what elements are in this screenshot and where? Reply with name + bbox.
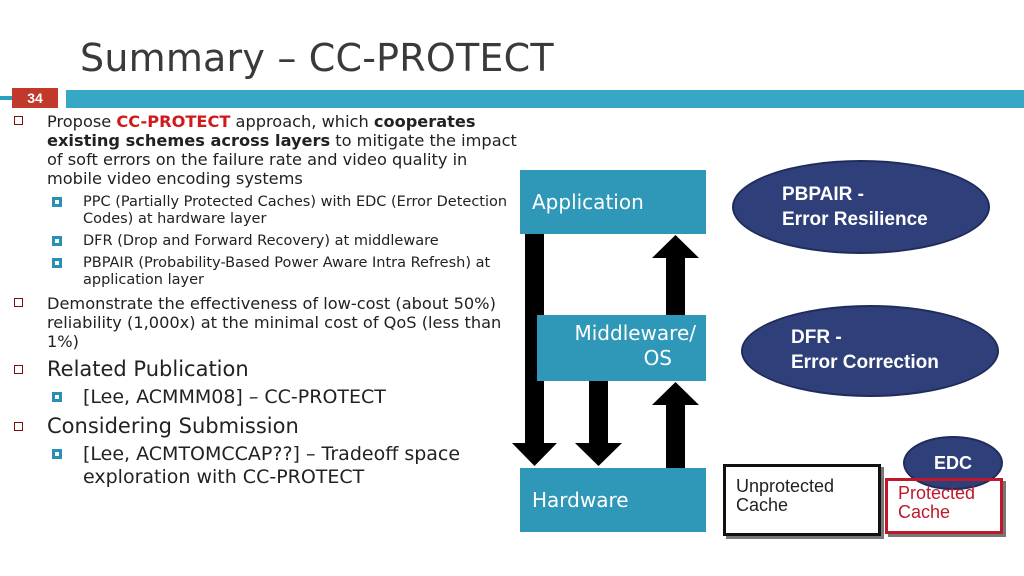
pbpair-oval-line2: Error Resilience (782, 209, 928, 230)
protected-cache-line1: Protected (898, 483, 976, 503)
sub-bullet-pbpair: PBPAIR (Probability-Based Power Aware In… (12, 255, 517, 289)
propose-bold: cooperates existing schemes across layer… (47, 112, 476, 150)
hollow-square-bullet-icon (14, 298, 23, 307)
edc-oval-label: EDC (933, 453, 972, 473)
up-arrow-hw-to-mw-icon (652, 382, 699, 468)
sub-bullet-related-item-text: [Lee, ACMMM08] – CC-PROTECT (83, 386, 386, 408)
middleware-layer-box: Middleware/ OS (537, 315, 706, 381)
hardware-layer-box: Hardware (520, 468, 706, 532)
dfr-oval: DFR - Error Correction (741, 305, 999, 397)
protected-cache: Protected Cache (885, 478, 1003, 534)
slide-title: Summary – CC-PROTECT (80, 36, 554, 80)
hollow-square-bullet-icon (14, 365, 23, 374)
square-bullet-icon (52, 236, 62, 246)
propose-highlight: CC-PROTECT (116, 112, 231, 131)
square-bullet-icon (52, 392, 62, 402)
hardware-layer-label: Hardware (532, 488, 629, 512)
unprotected-cache-line2: Cache (736, 495, 789, 515)
propose-prefix: Propose (47, 112, 117, 131)
hollow-square-bullet-icon (14, 422, 23, 431)
up-arrow-mw-to-app-icon (652, 235, 699, 315)
down-arrow-mw-to-hw-icon (575, 381, 622, 466)
pbpair-oval-line1: PBPAIR - (782, 184, 864, 205)
square-bullet-icon (52, 449, 62, 459)
dfr-oval-line2: Error Correction (791, 352, 939, 373)
middleware-layer-label-line2: OS (643, 346, 672, 370)
sub-bullet-dfr: DFR (Drop and Forward Recovery) at middl… (12, 233, 517, 250)
bullet-demonstrate: Demonstrate the effectiveness of low-cos… (12, 294, 517, 351)
slide-number: 34 (12, 88, 58, 108)
header-rule-left (0, 96, 12, 100)
bullet-considering-text: Considering Submission (47, 414, 299, 438)
protected-cache-line2: Cache (898, 502, 951, 522)
propose-rest: to mitigate the impact of soft errors on… (47, 131, 517, 188)
bullet-demonstrate-text: Demonstrate the effectiveness of low-cos… (47, 294, 502, 351)
sub-bullet-considering-item-text: [Lee, ACMTOMCCAP??] – Tradeoff space exp… (83, 443, 461, 488)
bullet-considering: Considering Submission (12, 414, 517, 439)
dfr-oval-line1: DFR - (791, 327, 842, 348)
propose-mid: approach, which (230, 112, 374, 131)
sub-bullet-ppc-text: PPC (Partially Protected Caches) with ED… (83, 194, 508, 227)
sub-bullet-related-item: [Lee, ACMMM08] – CC-PROTECT (12, 386, 517, 409)
bullet-related: Related Publication (12, 357, 517, 382)
bullet-propose: Propose CC-PROTECT approach, which coope… (12, 112, 517, 188)
square-bullet-icon (52, 197, 62, 207)
hollow-square-bullet-icon (14, 116, 23, 125)
sub-bullet-considering-item: [Lee, ACMTOMCCAP??] – Tradeoff space exp… (12, 443, 517, 489)
pbpair-oval: PBPAIR - Error Resilience (732, 160, 990, 254)
middleware-layer-label-line1: Middleware/ (574, 321, 696, 345)
unprotected-cache-line1: Unprotected (736, 476, 835, 496)
application-layer-label: Application (532, 190, 644, 214)
application-layer-box: Application (520, 170, 706, 234)
sub-bullet-dfr-text: DFR (Drop and Forward Recovery) at middl… (83, 233, 439, 249)
edc-oval: EDC (903, 436, 1003, 490)
header-rule (66, 90, 1024, 108)
square-bullet-icon (52, 258, 62, 268)
sub-bullet-pbpair-text: PBPAIR (Probability-Based Power Aware In… (83, 255, 491, 288)
bullet-list: Propose CC-PROTECT approach, which coope… (12, 112, 517, 494)
unprotected-cache: Unprotected Cache (723, 464, 881, 536)
bullet-related-text: Related Publication (47, 357, 249, 381)
sub-bullet-ppc: PPC (Partially Protected Caches) with ED… (12, 194, 517, 228)
